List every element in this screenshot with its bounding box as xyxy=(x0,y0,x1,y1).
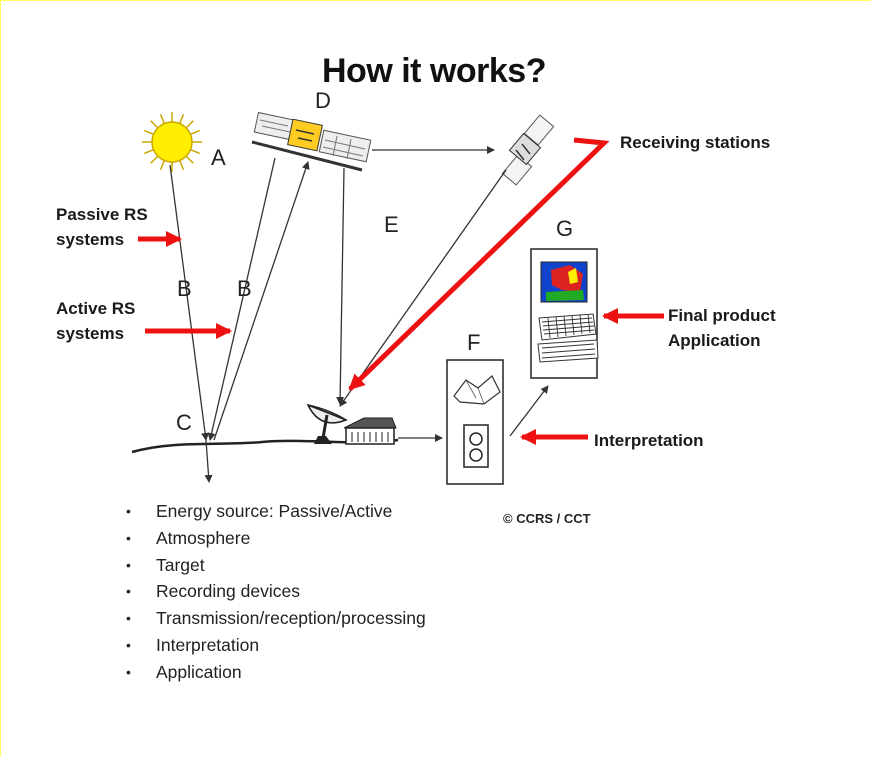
list-item: • Interpretation xyxy=(126,632,426,659)
sun-ray xyxy=(190,129,201,136)
passive-rs-line1: Passive RS xyxy=(56,205,148,224)
sun-ray xyxy=(159,113,166,124)
sun-ray xyxy=(159,160,166,171)
active-pulse-arrow xyxy=(207,157,276,441)
label-a: A xyxy=(211,145,226,170)
to-application-arrow xyxy=(509,385,549,437)
interpretation-label: Interpretation xyxy=(594,431,704,450)
dish-antenna-icon xyxy=(306,403,349,445)
relay-satellite-icon xyxy=(501,114,555,186)
relay-downlink-arrow xyxy=(339,169,507,407)
list-item: • Recording devices xyxy=(126,578,426,605)
active-rs-line2: systems xyxy=(56,324,125,343)
sun-ray xyxy=(185,120,194,129)
bullet-dot: • xyxy=(126,583,131,600)
label-d: D xyxy=(315,88,331,113)
label-e: E xyxy=(384,212,399,237)
sun-ray xyxy=(150,120,159,129)
bullet-dot: • xyxy=(126,556,131,573)
list-item: • Energy source: Passive/Active xyxy=(126,498,426,525)
final-product-label: Final product Application xyxy=(668,303,776,353)
energy-path-lines xyxy=(169,146,549,483)
list-item-text: Recording devices xyxy=(156,581,300,602)
active-rs-label: Active RS systems xyxy=(56,296,135,346)
list-item: • Atmosphere xyxy=(126,525,426,552)
computer-workstation-icon xyxy=(530,248,599,379)
final-product-line2: Application xyxy=(668,331,761,350)
final-product-line1: Final product xyxy=(668,306,776,325)
sun-ray xyxy=(178,160,185,171)
copyright-credit: © CCRS / CCT xyxy=(503,511,591,526)
bullet-dot: • xyxy=(126,529,131,546)
label-f: F xyxy=(467,330,481,355)
list-item-text: Energy source: Passive/Active xyxy=(156,501,393,521)
bullet-dot: • xyxy=(126,663,131,680)
label-g: G xyxy=(556,216,574,241)
downlink-arrow xyxy=(336,167,345,405)
receiving-pointer-arrow xyxy=(348,137,610,391)
bullet-dot: • xyxy=(126,610,131,627)
active-rs-line1: Active RS xyxy=(56,299,136,318)
reflected-signal-arrow xyxy=(213,161,310,441)
ground-station-icon xyxy=(343,417,397,445)
list-item-text: Atmosphere xyxy=(156,527,251,548)
label-pointer-arrows xyxy=(138,137,664,445)
list-item: • Target xyxy=(126,552,426,579)
sun-ray xyxy=(150,155,159,164)
satellite-icon xyxy=(251,111,372,172)
receiving-stations-label: Receiving stations xyxy=(620,133,771,152)
label-b-left: B xyxy=(177,276,192,301)
processing-device-icon xyxy=(446,359,504,485)
sun-ray xyxy=(143,148,154,155)
label-b-right: B xyxy=(237,276,252,301)
sun-ray xyxy=(143,129,154,136)
ground-penetration-arrow xyxy=(204,439,213,483)
page-title: How it works? xyxy=(322,52,546,90)
list-item-text: Interpretation xyxy=(156,634,260,655)
list-item-text: Application xyxy=(156,661,242,682)
sun-ray xyxy=(178,113,185,124)
label-c: C xyxy=(176,410,192,435)
bullet-dot: • xyxy=(126,503,131,519)
bullet-dot: • xyxy=(126,636,131,653)
sun-ray xyxy=(190,148,201,155)
component-list: • Energy source: Passive/Active • Atmospher… xyxy=(126,498,426,686)
list-item: • Transmission/reception/processing xyxy=(126,605,426,632)
list-item-text: Target xyxy=(156,554,205,575)
list-item: • Application xyxy=(126,659,426,686)
sun-to-ground-arrow xyxy=(169,164,210,441)
sun-ray xyxy=(185,155,194,164)
passive-rs-label: Passive RS systems xyxy=(56,202,148,252)
list-item-text: Transmission/reception/processing xyxy=(156,608,426,629)
passive-rs-line2: systems xyxy=(56,230,125,249)
sun-icon xyxy=(142,112,202,172)
